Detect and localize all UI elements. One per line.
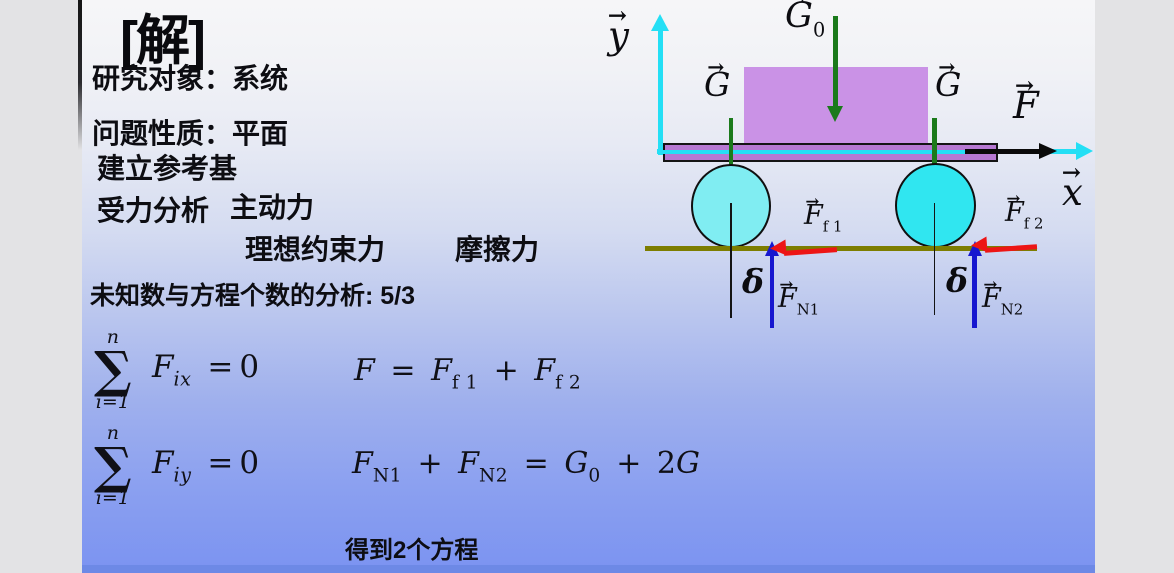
eq-zero: 0: [239, 445, 260, 481]
eq-term: F: [354, 353, 375, 388]
friction-force-1-arrowhead-icon: [769, 239, 787, 257]
conclusion-line: 得到2个方程: [345, 537, 479, 564]
eq-sub: ix: [173, 367, 192, 391]
sigma-symbol: ∑: [94, 436, 132, 495]
equation-fy: Fiy =0: [152, 445, 259, 487]
vector-arrow: →: [1014, 72, 1035, 100]
problem-nature-line: 问题性质：平面: [92, 118, 289, 149]
eq-op: +: [417, 446, 443, 481]
eq-term: F: [458, 446, 479, 481]
eq-term: F: [431, 353, 452, 388]
force-analysis-label: 受力分析: [97, 195, 210, 226]
rolling-resistance-delta-left: δ: [742, 262, 765, 301]
friction-force-1-label: →Ff 1: [804, 191, 843, 236]
eq-term: F: [534, 353, 556, 388]
eq-term: F: [352, 446, 373, 481]
eq-sub: f 1: [451, 372, 479, 394]
slide-canvas: [解] 研究对象：系统 问题性质：平面 建立参考基 受力分析 主动力 理想约束力…: [82, 0, 1095, 573]
x-axis-through-platform: [663, 149, 994, 154]
eq-sub: N1: [372, 465, 402, 487]
eq-sub: f 2: [555, 372, 582, 394]
y-axis-line: [658, 30, 663, 155]
vector-arrow: →: [1006, 188, 1021, 209]
equation-f-result: F = Ff 1 + Ff 2: [354, 353, 581, 393]
sigma-symbol: ∑: [94, 340, 132, 399]
sum-upper-limit: n: [106, 422, 119, 444]
vector-arrow: →: [805, 191, 820, 212]
g0-weight-label: →G0: [785, 0, 825, 40]
sum-lower-limit: i=1: [95, 391, 130, 413]
vector-arrow: →: [938, 55, 956, 80]
active-force-label: 主动力: [230, 192, 315, 223]
normal-force-arrow-1: [769, 255, 774, 328]
reference-frame-line: 建立参考基: [97, 153, 238, 184]
applied-force-arrow: [965, 149, 1042, 154]
ground-line: [645, 246, 1037, 251]
research-object-line: 研究对象：系统: [92, 63, 289, 94]
sum-upper-limit: n: [106, 326, 119, 348]
normal-force-1-arrowhead-icon: [765, 241, 779, 256]
y-axis-arrowhead-icon: [651, 14, 669, 31]
normal-force-1-label: →FN1: [778, 274, 820, 319]
applied-force-label: →F: [1013, 72, 1039, 127]
equation-n-result: FN1 + FN2 = G0 + 2G: [352, 446, 700, 486]
vector-arrow: →: [607, 2, 628, 30]
eq-op: +: [493, 353, 519, 388]
eq-var: F: [152, 349, 174, 385]
unknowns-analysis-line: 未知数与方程个数的分析: 5/3: [90, 282, 416, 310]
friction-force-2-arrowhead-icon: [970, 236, 988, 254]
eq-coef: 2: [656, 446, 676, 481]
applied-force-arrowhead-icon: [1039, 143, 1057, 159]
g-left-weight-arrow: [728, 118, 733, 190]
sum-lower-limit: i=1: [95, 487, 130, 509]
g0-weight-arrow: [833, 16, 838, 108]
eq-sub: iy: [173, 463, 192, 487]
solution-title: [解]: [120, 11, 206, 71]
summation-symbol-y: n ∑ i=1: [94, 424, 132, 508]
eq-sub: N2: [479, 465, 509, 487]
slide-left-edge-shadow: [78, 0, 82, 150]
friction-force-2-label: →Ff 2: [1005, 188, 1044, 233]
wheel-right-center-line: [933, 203, 936, 315]
friction-label: 摩擦力: [455, 234, 540, 265]
eq-term: G: [675, 446, 700, 481]
ideal-constraint-label: 理想约束力: [245, 234, 386, 265]
g-right-weight-label: →G: [935, 55, 962, 104]
vector-arrow: →: [788, 0, 806, 9]
summation-symbol-x: n ∑ i=1: [94, 328, 132, 412]
vector-arrow: →: [707, 55, 725, 80]
eq-sub: 0: [588, 465, 601, 487]
eq-zero: 0: [239, 349, 260, 385]
y-axis-label: →y: [607, 2, 629, 57]
eq-rel: =: [523, 446, 549, 481]
slide-bottom-bar: [82, 565, 1095, 573]
x-axis-label: →x: [1061, 159, 1083, 214]
equation-fx: Fix =0: [152, 349, 259, 391]
g-left-weight-label: →G: [704, 55, 731, 104]
eq-rel: =: [390, 353, 416, 388]
rolling-resistance-delta-right: δ: [946, 261, 969, 300]
eq-op: +: [616, 446, 642, 481]
x-axis-arrowhead-icon: [1076, 142, 1093, 160]
vector-arrow: →: [779, 274, 794, 295]
eq-rel: =: [207, 445, 234, 481]
vector-arrow: →: [983, 274, 998, 295]
wheel-left-center-line: [730, 203, 732, 318]
wheel-right: [895, 163, 976, 248]
g0-arrowhead-icon: [827, 106, 843, 122]
vector-arrow: →: [1061, 159, 1082, 187]
eq-term: G: [564, 446, 589, 481]
normal-force-2-arrowhead-icon: [967, 241, 982, 256]
eq-var: F: [152, 445, 174, 481]
eq-rel: =: [207, 349, 234, 385]
normal-force-2-label: →FN2: [982, 274, 1024, 319]
normal-force-arrow-2: [972, 255, 977, 328]
g-right-weight-arrow: [932, 118, 937, 190]
